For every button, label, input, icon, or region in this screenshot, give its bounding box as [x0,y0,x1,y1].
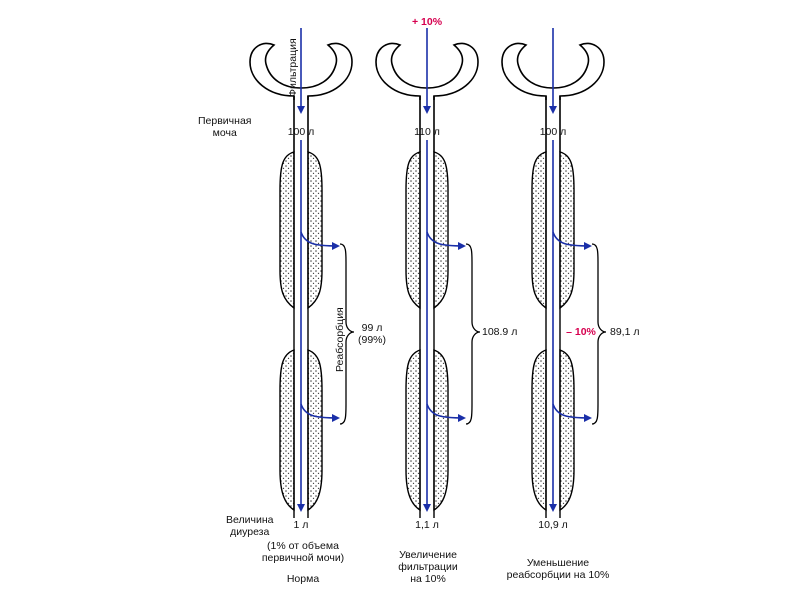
reabsorption-brace [339,243,355,425]
epithelium-lower-left [531,348,547,512]
epithelium-upper-left [405,151,421,310]
nephron-2 [375,28,481,518]
epithelium-upper-right [559,151,575,310]
reabsorption-brace [591,243,607,425]
reabsorption-arrow-upper [426,231,466,250]
output-volume-2: 1,1 л [415,519,439,531]
epithelium-lower-right [307,348,323,512]
reabsorbed-volume-3: 89,1 л [610,326,640,338]
epithelium-upper-left [531,151,547,310]
reabsorption-arrow-upper [552,231,592,250]
epithelium-upper-right [433,151,449,310]
nephron-3 [501,28,607,518]
reabsorption-arrow-lower [426,403,466,422]
reabsorption-change-3: – 10% [566,326,596,338]
primary-volume-3: 100 л [539,126,567,138]
primary-volume-2: 110 л [414,126,440,138]
reabsorption-label: Реабсорбция [334,307,346,372]
filtration-label: Фильтрация [287,38,299,97]
output-volume-3: 10,9 л [538,519,568,531]
tubule-lumen-walls [293,152,309,518]
caption-2: Увеличение фильтрации на 10% [398,549,458,585]
caption-3: Уменьшение реабсорбции на 10% [506,557,610,581]
output-note-1: (1% от объема первичной мочи) [261,540,345,564]
epithelium-lower-right [559,348,575,512]
epithelium-upper-left [279,151,295,310]
reabsorption-arrow-lower [300,403,340,422]
reabsorbed-volume-1: 99 л (99%) [357,322,387,346]
epithelium-lower-left [405,348,421,512]
primary-volume-1: 100 л [287,126,315,138]
output-volume-1: 1 л [293,519,309,531]
epithelium-lower-right [433,348,449,512]
reabsorption-brace [465,243,481,425]
primary-urine-label: Первичная моча [198,115,252,139]
caption-1: Норма [286,573,320,585]
reabsorption-arrow-lower [552,403,592,422]
tubule-lumen-walls [545,152,561,518]
tubule-lumen-walls [419,152,435,518]
diuresis-label: Величина диуреза [226,514,274,538]
reabsorbed-volume-2: 108.9 л [482,326,518,338]
nephron-1 [249,28,355,518]
reabsorption-arrow-upper [300,231,340,250]
filtration-change-2: + 10% [411,16,443,28]
epithelium-upper-right [307,151,323,310]
epithelium-lower-left [279,348,295,512]
